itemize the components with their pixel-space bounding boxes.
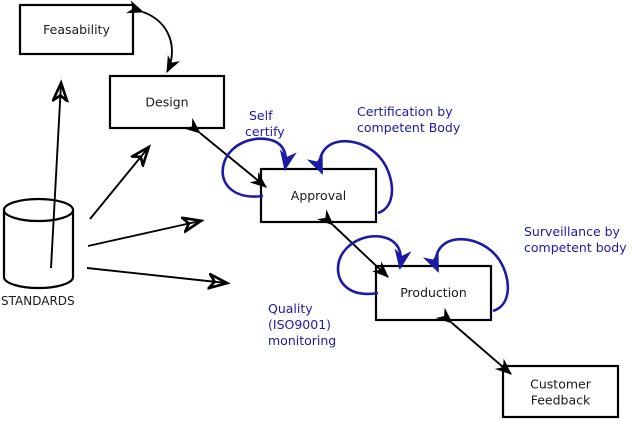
- loop-certification-competent-body: [306, 139, 394, 215]
- edge-design-approval: [183, 117, 267, 188]
- feasability-box: [18, 3, 135, 56]
- standards-label: STANDARDS: [1, 294, 75, 308]
- standards-cylinder-body: [2, 208, 75, 290]
- edge-standards-production: [86, 267, 226, 283]
- annotation-quality-line1: Quality: [268, 301, 313, 316]
- node-approval[interactable]: Approval: [259, 167, 378, 224]
- node-feasability[interactable]: Feasability: [18, 3, 135, 56]
- loop-quality-monitoring: [336, 234, 412, 296]
- annotation-quality-monitoring: Quality (ISO9001) monitoring: [268, 301, 336, 348]
- edge-standards-approval: [87, 221, 200, 247]
- annotation-surveillance: Surveillance by competent body: [524, 224, 627, 255]
- customer-feedback-label-line2: Feedback: [531, 393, 591, 408]
- annotation-certification-line2: competent Body: [357, 120, 461, 135]
- annotation-certification-line1: Certification by: [357, 104, 453, 119]
- node-production[interactable]: Production: [374, 264, 493, 322]
- node-standards[interactable]: STANDARDS: [1, 197, 75, 308]
- annotation-certification: Certification by competent Body: [357, 104, 461, 135]
- annotation-self-certify: Self certify: [245, 108, 285, 139]
- edge-standards-feasability: [50, 84, 61, 269]
- node-design[interactable]: Design: [108, 74, 226, 130]
- design-label: Design: [145, 95, 188, 110]
- annotation-self-certify-line2: certify: [245, 124, 285, 139]
- annotation-quality-line3: monitoring: [268, 333, 336, 348]
- approval-label: Approval: [291, 188, 346, 203]
- annotation-surveillance-line2: competent body: [524, 240, 627, 255]
- loop-self-certify: [221, 137, 297, 198]
- annotation-self-certify-line1: Self: [249, 108, 273, 123]
- standards-cylinder-top: [2, 197, 75, 223]
- production-label: Production: [400, 285, 467, 300]
- node-customer-feedback[interactable]: Customer Feedback: [501, 364, 620, 419]
- annotation-quality-line2: (ISO9001): [268, 317, 331, 332]
- loop-surveillance-competent-body: [422, 237, 510, 313]
- annotation-surveillance-line1: Surveillance by: [524, 224, 621, 239]
- edge-approval-production: [316, 209, 389, 278]
- edge-production-customer-feedback: [435, 307, 512, 375]
- edge-standards-design: [89, 148, 148, 220]
- customer-feedback-label-line1: Customer: [530, 377, 592, 392]
- customer-feedback-box: [501, 364, 620, 419]
- edge-feasability-design: [126, 0, 181, 74]
- feasability-label: Feasability: [43, 22, 110, 37]
